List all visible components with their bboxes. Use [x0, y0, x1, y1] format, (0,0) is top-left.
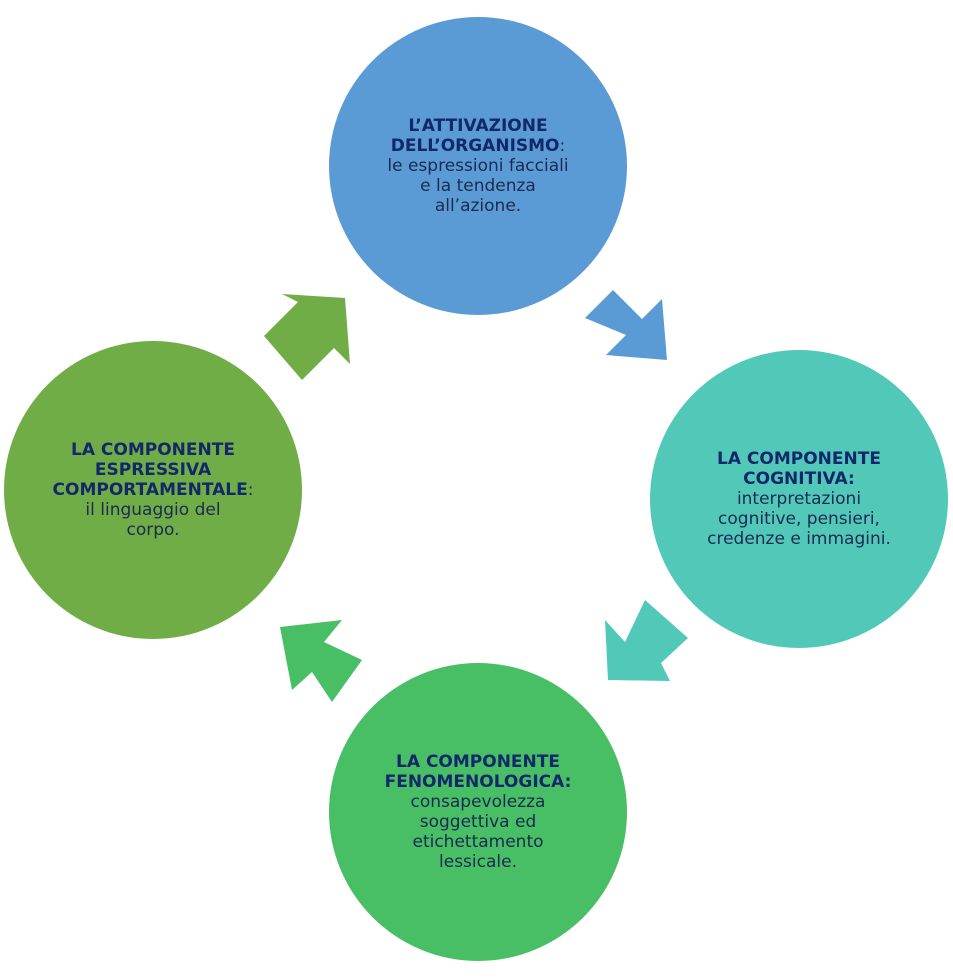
arrow-bottom-to-left — [280, 620, 362, 702]
node-componente-espressiva-separator: : — [247, 480, 254, 500]
arrow-left-to-top — [264, 294, 350, 380]
node-componente-fenomenologica-title: LA COMPONENTE FENOMENOLOGICA: — [384, 752, 572, 792]
arrow-right-to-bottom-shape — [605, 600, 688, 681]
arrow-top-to-right — [585, 290, 667, 360]
node-componente-cognitiva-title: LA COMPONENTE COGNITIVA: — [717, 449, 881, 489]
node-componente-cognitiva-description: interpretazioni cognitive, pensieri, cre… — [707, 489, 891, 549]
node-componente-fenomenologica-text: LA COMPONENTE FENOMENOLOGICA: consapevol… — [381, 752, 576, 872]
node-componente-fenomenologica: LA COMPONENTE FENOMENOLOGICA: consapevol… — [329, 663, 627, 961]
node-attivazione-organismo-title: L’ATTIVAZIONE DELL’ORGANISMO — [390, 116, 560, 156]
arrow-right-to-bottom — [605, 600, 688, 681]
node-componente-cognitiva: LA COMPONENTE COGNITIVA: interpretazioni… — [650, 350, 948, 648]
node-attivazione-organismo-text: L’ATTIVAZIONE DELL’ORGANISMO: le espress… — [381, 116, 575, 216]
node-componente-espressiva-description: il linguaggio del corpo. — [85, 500, 221, 540]
node-componente-espressiva-text: LA COMPONENTE ESPRESSIVA COMPORTAMENTALE… — [44, 440, 262, 540]
node-attivazione-organismo-description: le espressioni facciali e la tendenza al… — [387, 156, 569, 216]
node-attivazione-organismo-separator: : — [559, 136, 566, 156]
node-componente-fenomenologica-description: consapevolezza soggettiva ed etichettame… — [410, 792, 546, 872]
node-componente-espressiva-title: LA COMPONENTE ESPRESSIVA COMPORTAMENTALE — [52, 440, 248, 500]
arrow-bottom-to-left-shape — [280, 620, 362, 702]
node-componente-cognitiva-text: LA COMPONENTE COGNITIVA: interpretazioni… — [690, 449, 908, 549]
arrow-left-to-top-shape — [264, 294, 350, 380]
arrow-top-to-right-shape — [585, 290, 667, 360]
node-componente-espressiva: LA COMPONENTE ESPRESSIVA COMPORTAMENTALE… — [4, 341, 302, 639]
node-attivazione-organismo: L’ATTIVAZIONE DELL’ORGANISMO: le espress… — [329, 17, 627, 315]
